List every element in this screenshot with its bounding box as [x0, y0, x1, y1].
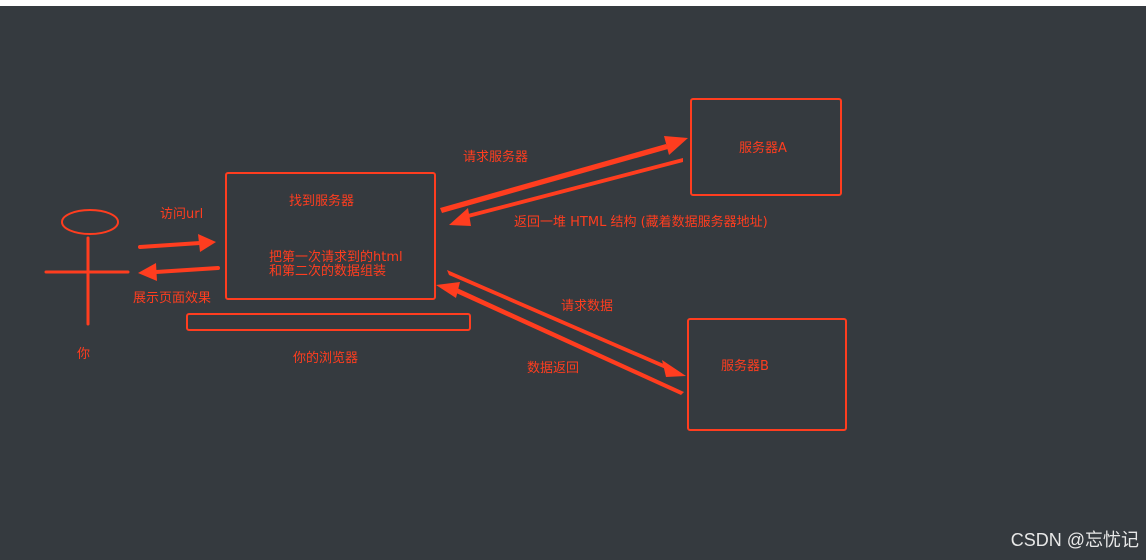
return-html-arrow — [449, 158, 683, 226]
show-page-label: 展示页面效果 — [133, 291, 211, 306]
server-a-label: 服务器A — [739, 140, 787, 156]
server-b-label: 服务器B — [721, 358, 769, 374]
request-data-label: 请求数据 — [561, 299, 613, 314]
browser-box — [225, 172, 436, 300]
show-page-arrow — [138, 263, 220, 281]
data-return-arrow — [436, 282, 684, 395]
return-html-label: 返回一堆 HTML 结构 (藏着数据服务器地址) — [514, 214, 768, 230]
merge-line-1: 把第一次请求到的html — [269, 249, 403, 265]
server-a-box — [690, 98, 842, 196]
browser-bar — [186, 313, 471, 331]
request-data-arrow — [447, 270, 686, 377]
data-return-label: 数据返回 — [527, 361, 579, 376]
browser-label: 你的浏览器 — [293, 350, 358, 366]
visit-url-arrow — [138, 234, 216, 252]
diagram-canvas — [0, 6, 1146, 560]
server-b-box — [687, 318, 847, 431]
find-server-label: 找到服务器 — [289, 193, 354, 209]
csdn-watermark: CSDN @忘忧记 — [1011, 530, 1139, 550]
visit-url-label: 访问url — [160, 207, 203, 222]
request-server-arrow — [440, 136, 688, 213]
merge-line-2: 和第二次的数据组装 — [269, 263, 386, 279]
user-head — [61, 209, 119, 235]
user-label: 你 — [77, 347, 90, 362]
user-figure — [44, 209, 130, 326]
request-server-label: 请求服务器 — [463, 149, 528, 165]
